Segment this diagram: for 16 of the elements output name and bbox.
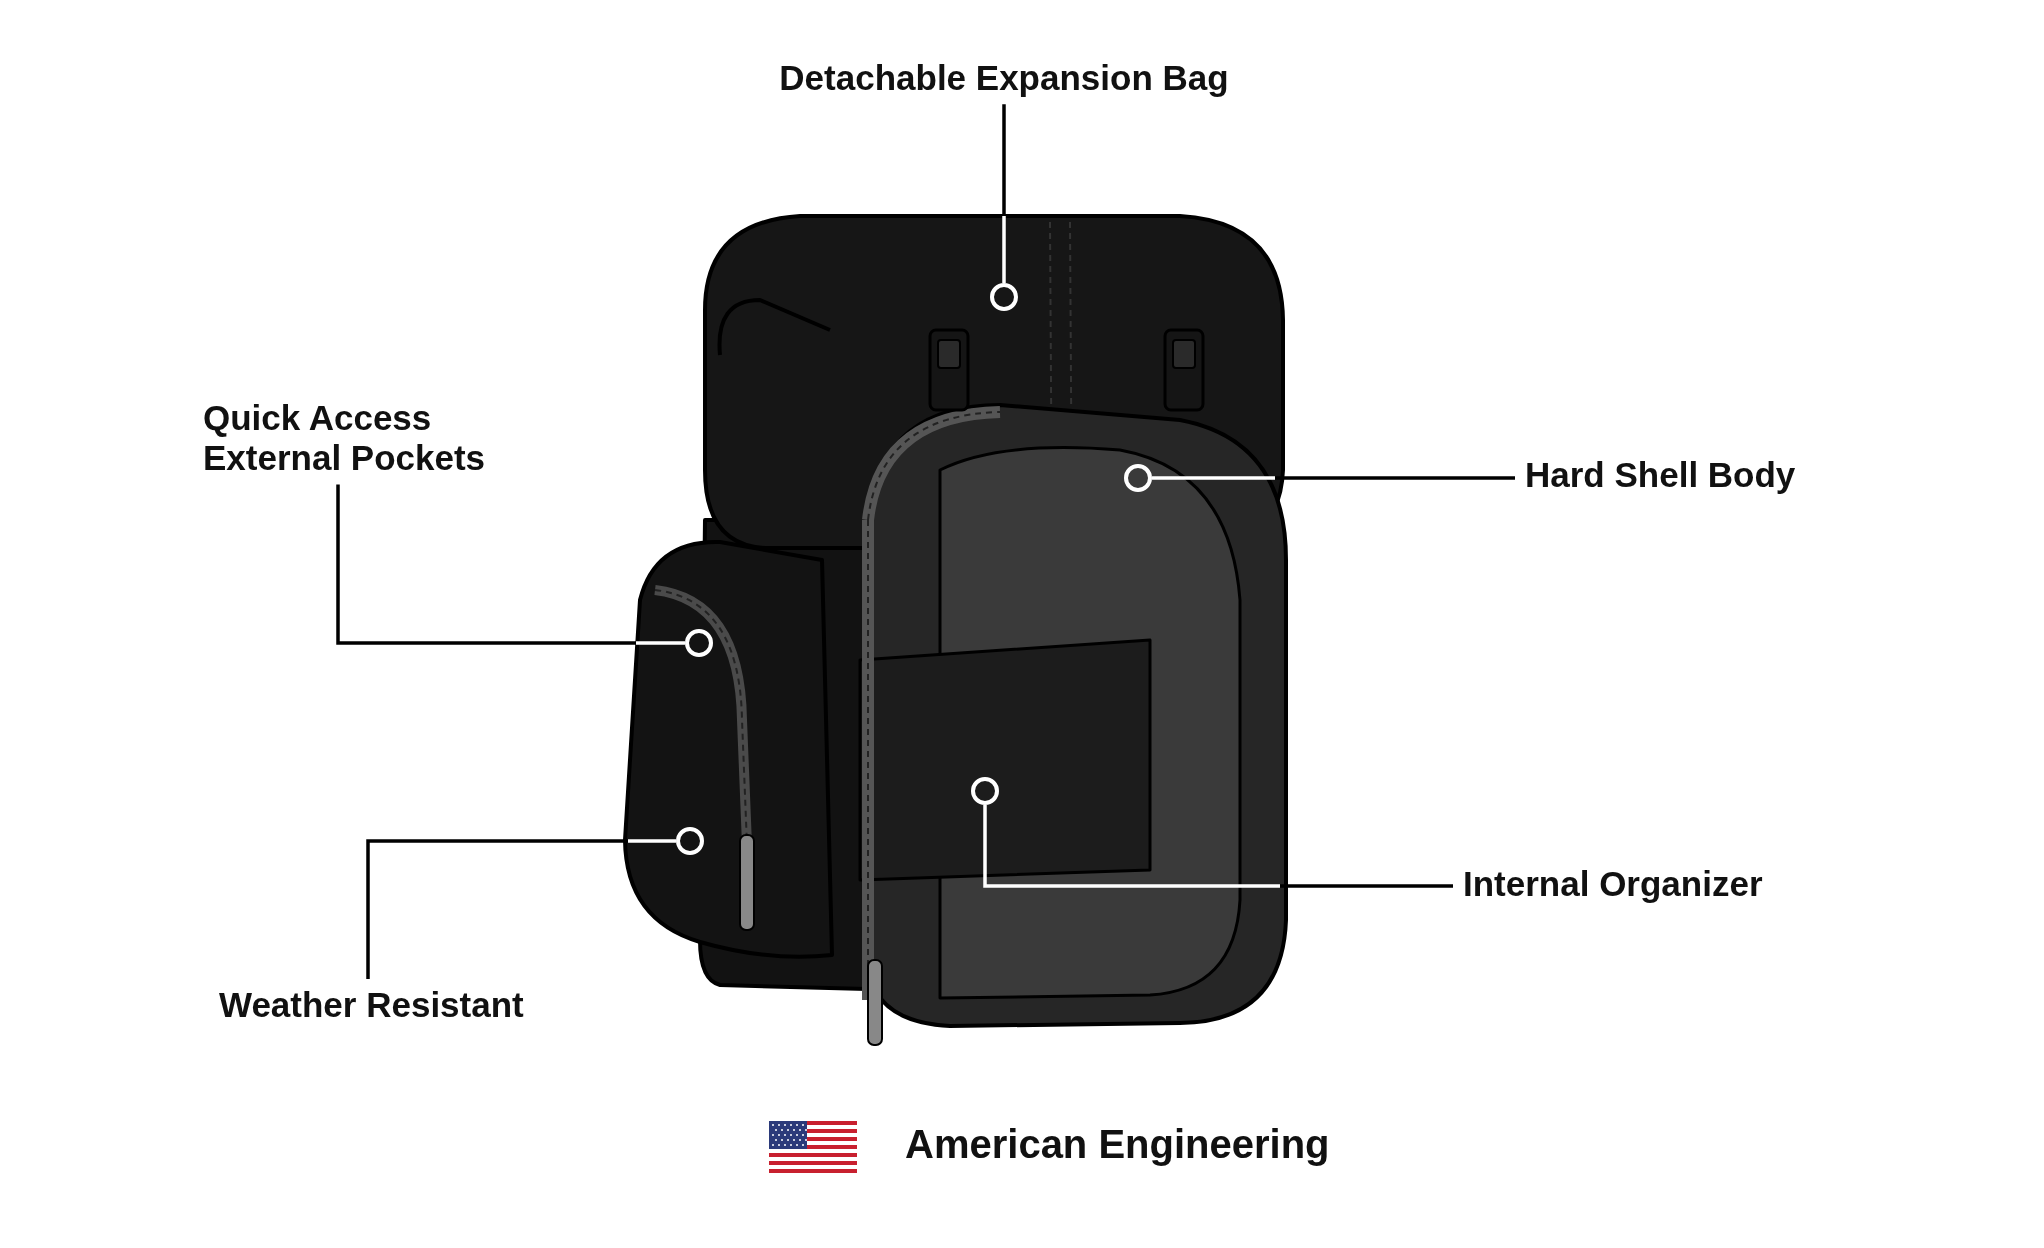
leader-line — [366, 839, 676, 979]
callout-label: Detachable Expansion Bag — [704, 58, 1304, 99]
callout-label: Weather Resistant — [219, 985, 599, 1026]
callout-ring — [685, 629, 713, 657]
callout-ring — [971, 777, 999, 805]
leader-line — [983, 805, 1453, 888]
callout-ring — [990, 283, 1018, 311]
callout-ring — [676, 827, 704, 855]
callout-label: Quick Access External Pockets — [203, 398, 533, 479]
leader-line — [1152, 476, 1515, 480]
caption-text: American Engineering — [905, 1122, 1330, 1167]
callout-label: Hard Shell Body — [1525, 455, 1855, 496]
callout-ring — [1124, 464, 1152, 492]
callout-label: Internal Organizer — [1463, 864, 1843, 905]
leader-line — [1002, 104, 1006, 283]
leader-line — [336, 484, 685, 645]
